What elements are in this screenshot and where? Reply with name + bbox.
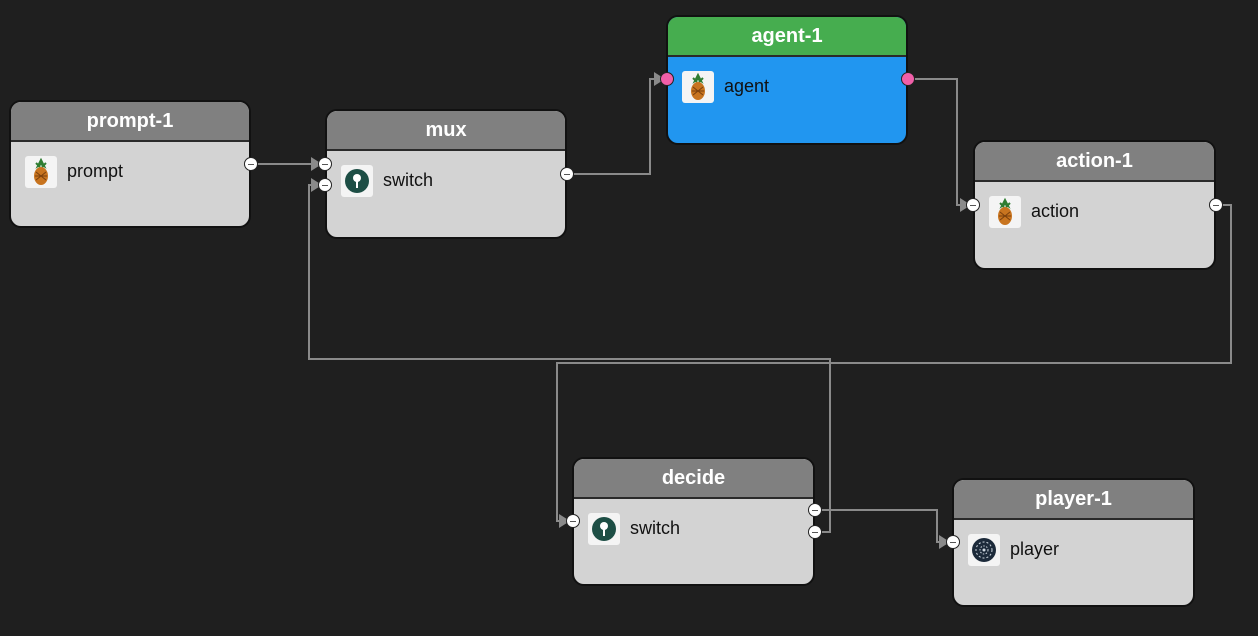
node-title: mux	[327, 111, 565, 151]
edge-mux-to-agent	[567, 78, 660, 175]
edge-agent-to-action	[908, 78, 966, 206]
input-port[interactable]	[946, 535, 960, 549]
output-port[interactable]	[1209, 198, 1223, 212]
node-title: action-1	[975, 142, 1214, 182]
switch-icon	[341, 165, 373, 197]
node-title: decide	[574, 459, 813, 499]
node-label: switch	[630, 518, 681, 538]
input-port[interactable]	[566, 514, 580, 528]
pineapple-icon	[682, 71, 714, 103]
pineapple-icon	[989, 196, 1021, 228]
pineapple-icon	[25, 156, 57, 188]
node-title: prompt-1	[11, 102, 249, 142]
node-label: action	[1031, 201, 1080, 221]
node-title: agent-1	[668, 17, 906, 57]
node-label: player	[1010, 539, 1060, 559]
edge-decide-to-player	[815, 509, 946, 543]
output-port[interactable]	[244, 157, 258, 171]
node-label: prompt	[67, 161, 124, 181]
node-mux[interactable]: mux switch	[325, 109, 567, 239]
node-action-1[interactable]: action-1 action	[973, 140, 1216, 270]
node-player-1[interactable]: player-1 player	[952, 478, 1195, 607]
input-port[interactable]	[318, 157, 332, 171]
output-port[interactable]	[808, 525, 822, 539]
output-port[interactable]	[808, 503, 822, 517]
player-icon	[968, 534, 1000, 566]
node-prompt-1[interactable]: prompt-1 prompt	[9, 100, 251, 228]
node-agent-1[interactable]: agent-1 agent	[666, 15, 908, 145]
node-label: switch	[383, 170, 434, 190]
node-decide[interactable]: decide switch	[572, 457, 815, 586]
node-title: player-1	[954, 480, 1193, 520]
output-port[interactable]	[901, 72, 915, 86]
input-port[interactable]	[660, 72, 674, 86]
switch-icon	[588, 513, 620, 545]
input-port[interactable]	[318, 178, 332, 192]
node-label: agent	[724, 76, 770, 96]
input-port[interactable]	[966, 198, 980, 212]
output-port[interactable]	[560, 167, 574, 181]
